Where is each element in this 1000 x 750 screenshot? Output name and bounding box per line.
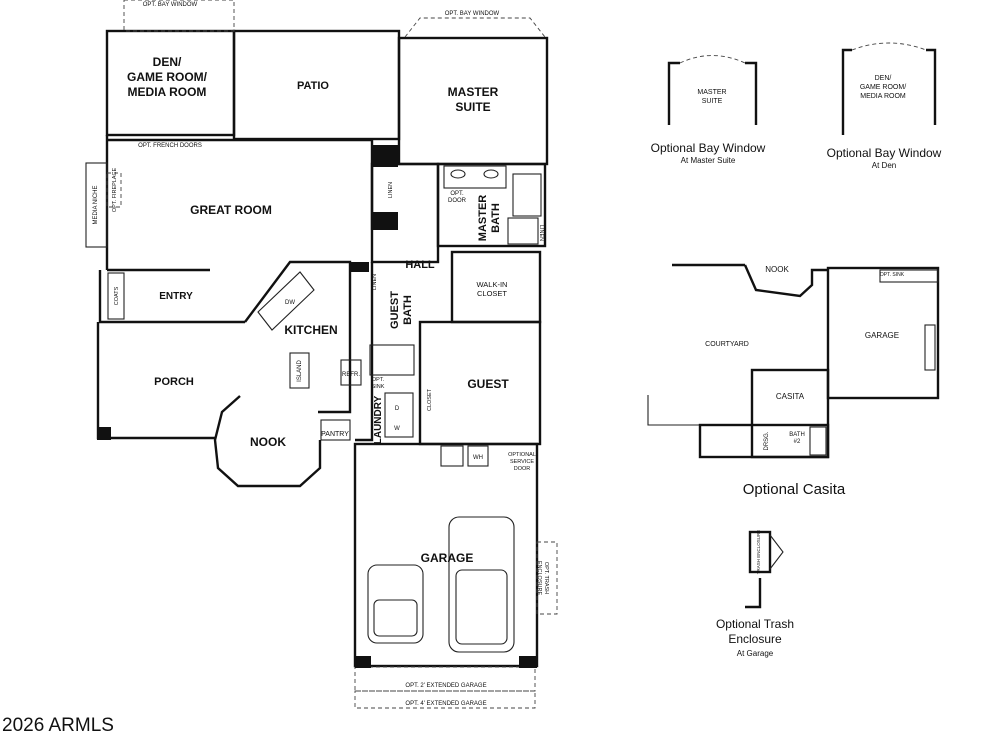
room-label-patio: PATIO (297, 80, 329, 92)
bay-den-subcaption: At Den (872, 161, 896, 170)
main-plan-walls (85, 0, 558, 709)
note-linen-3: LINEN (372, 274, 378, 290)
room-label-entry: ENTRY (159, 291, 193, 302)
note-w: W (394, 426, 400, 432)
casita-bath-label: BATH#2 (789, 432, 805, 445)
room-label-den: DEN/GAME ROOM/MEDIA ROOM (127, 55, 208, 99)
casita-opt-sink-label: OPT. SINK (880, 272, 905, 278)
option-sketch-walls (647, 42, 940, 609)
casita-dress-label: DRSG. (764, 431, 770, 450)
trash-subcaption: At Garage (737, 649, 774, 658)
note-closet: CLOSET (427, 388, 433, 411)
room-label-nook: NOOK (250, 435, 286, 449)
casita-casita-label: CASITA (776, 392, 805, 401)
room-label-laundry: LAUNDRY (373, 395, 384, 444)
room-label-great-room: GREAT ROOM (190, 203, 272, 217)
note-d: D (395, 406, 400, 412)
note-opt-door: OPT.DOOR (448, 191, 467, 204)
trash-label: TRASH ENCLOSURE (756, 530, 761, 575)
note-linen-2: LINEN (538, 225, 544, 241)
room-label-porch: PORCH (154, 376, 194, 388)
room-label-guest: GUEST (467, 377, 509, 391)
bay-master-subcaption: At Master Suite (681, 156, 736, 165)
note-media-niche: MEDIA NICHE (93, 185, 99, 224)
room-label-master-bath: MASTERBATH (477, 195, 502, 242)
casita-garage-label: GARAGE (865, 331, 899, 340)
room-label-kitchen: KITCHEN (284, 323, 337, 337)
bay-den-room-label: DEN/GAME ROOM/MEDIA ROOM (860, 75, 906, 100)
note-dw: DW (285, 300, 295, 306)
casita-caption: Optional Casita (743, 481, 846, 498)
note-opt-fireplace: OPT. FIREPLACE (112, 168, 118, 213)
note-refr: REFR. (342, 372, 360, 378)
note-linen-1: LINEN (388, 182, 394, 198)
note-opt-french-doors: OPT. FRENCH DOORS (138, 143, 202, 149)
note-opt-bay-window-den: OPT. BAY WINDOW (143, 2, 198, 8)
casita-nook-label: NOOK (765, 265, 789, 274)
note-opt-trash-enclosure: OPT. TRASHENCLOSURE (536, 561, 549, 596)
room-label-garage: GARAGE (421, 551, 474, 565)
note-opt-4-extended-garage: OPT. 4' EXTENDED GARAGE (405, 701, 486, 707)
note-island: ISLAND (297, 360, 303, 382)
watermark: 2026 ARMLS (2, 715, 114, 736)
room-label-pantry: PANTRY (321, 431, 349, 438)
room-label-hall: HALL (405, 259, 435, 271)
bay-master-caption: Optional Bay Window (651, 141, 766, 155)
room-label-guest-bath: GUESTBATH (389, 291, 414, 329)
note-opt-2-extended-garage: OPT. 2' EXTENDED GARAGE (405, 683, 486, 689)
casita-courtyard-label: COURTYARD (705, 341, 749, 348)
bay-den-caption: Optional Bay Window (827, 146, 942, 160)
note-coats: COATS (114, 286, 120, 305)
note-wh: WH (473, 455, 483, 461)
note-opt-sink: OPT.SINK (372, 377, 385, 390)
note-opt-bay-window-master: OPT. BAY WINDOW (445, 11, 500, 17)
